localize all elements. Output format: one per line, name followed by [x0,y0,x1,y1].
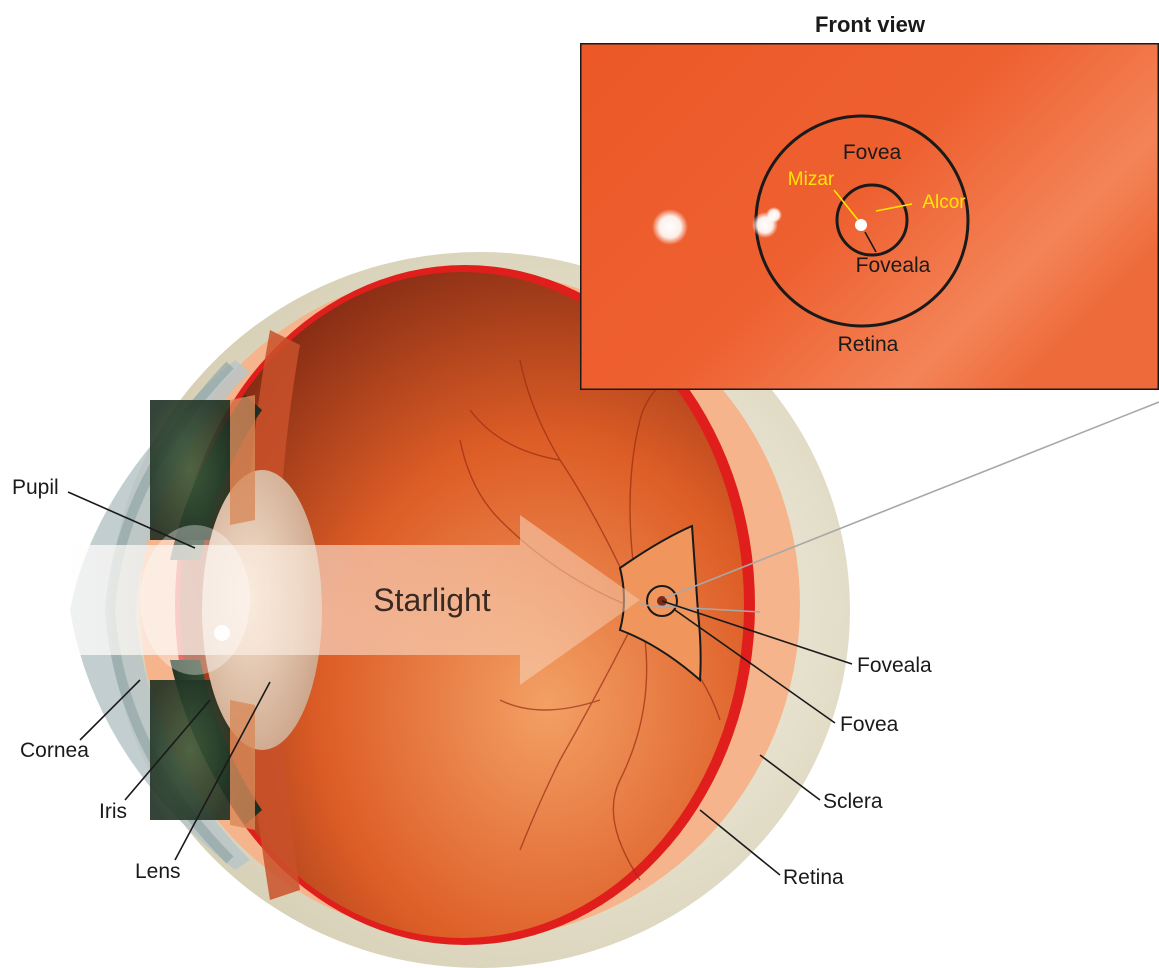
inset-fovea-label: Fovea [843,141,902,164]
inset-retina-label: Retina [838,333,899,356]
inset-mizar-label: Mizar [788,169,835,190]
label-pupil: Pupil [12,476,59,499]
label-fovea: Fovea [840,713,899,736]
mizar-alcor-dot [855,219,867,231]
label-retina: Retina [783,866,844,889]
label-iris: Iris [99,800,127,823]
label-foveala: Foveala [857,654,932,677]
inset-title: Front view [815,12,926,37]
label-lens: Lens [135,860,181,883]
label-cornea: Cornea [20,739,89,762]
star-left [652,209,688,245]
label-sclera: Sclera [823,790,883,813]
inset-foveala-label: Foveala [856,254,931,277]
starlight-label: Starlight [373,582,491,618]
inset-alcor-label: Alcor [922,192,966,213]
